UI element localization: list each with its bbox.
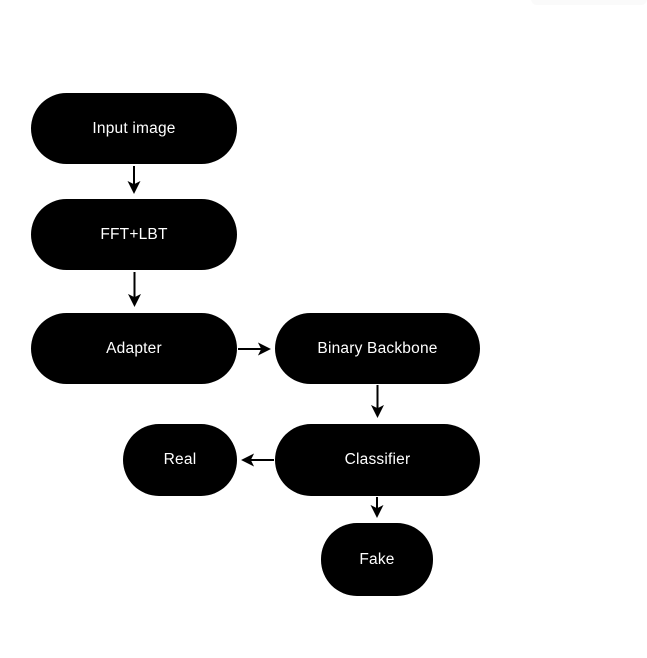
node-classifier[interactable]: Classifier — [275, 424, 480, 496]
node-input-image-label: Input image — [92, 119, 176, 137]
node-fft-lbt[interactable]: FFT+LBT — [31, 199, 237, 270]
node-binary-backbone-label: Binary Backbone — [317, 339, 438, 357]
node-real-label: Real — [163, 451, 197, 468]
node-fft-lbt-label: FFT+LBT — [100, 225, 168, 243]
node-adapter[interactable]: Adapter — [31, 313, 237, 384]
node-adapter-label: Adapter — [106, 339, 162, 357]
cropped-ui-element — [531, 0, 647, 5]
node-classifier-label: Classifier — [344, 451, 411, 468]
node-fake-label: Fake — [359, 550, 395, 568]
node-real[interactable]: Real — [123, 424, 237, 496]
node-input-image[interactable]: Input image — [31, 93, 237, 164]
node-fake[interactable]: Fake — [321, 523, 433, 596]
node-binary-backbone[interactable]: Binary Backbone — [275, 313, 480, 384]
